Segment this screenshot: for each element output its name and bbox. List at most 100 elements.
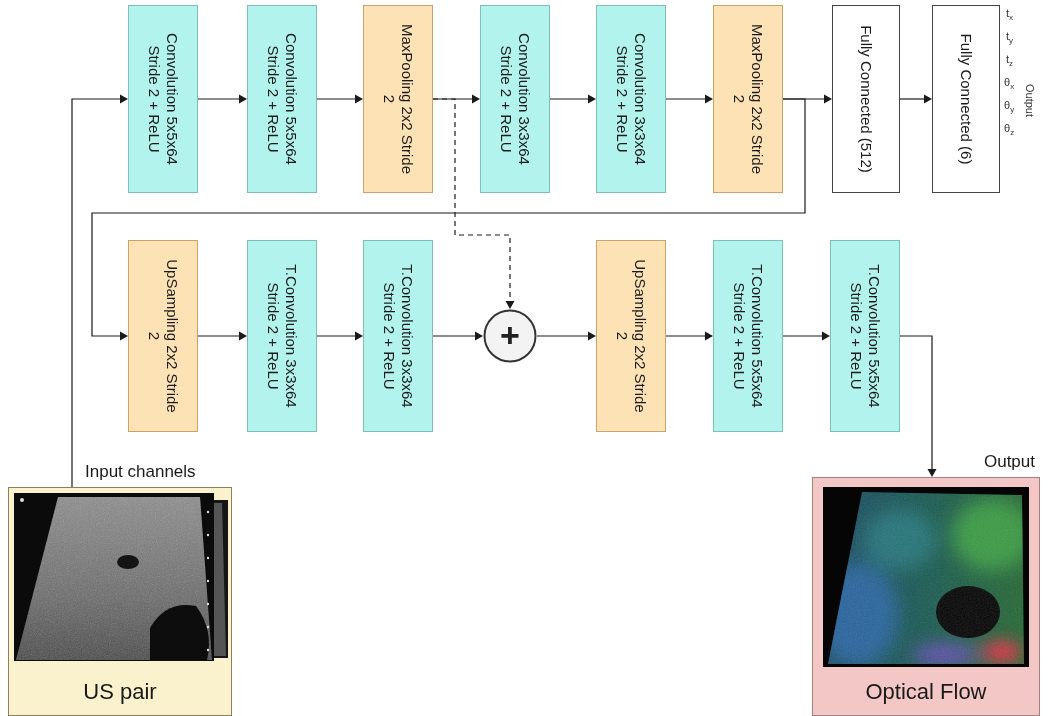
conv-box: Convolution 3x3x64 Stride 2 + ReLU (596, 5, 666, 193)
connector (900, 336, 937, 477)
connector-line (666, 98, 707, 99)
pose-parameter: θy (1004, 98, 1014, 114)
connector (198, 95, 247, 104)
conv-box: Convolution 5x5x64 Stride 2 + ReLU (247, 5, 317, 193)
pose-parameter: ty (1006, 29, 1013, 45)
connector (92, 99, 805, 341)
input-panel: Input channelsUS pair (8, 487, 232, 716)
conv-box: Convolution 5x5x64 Stride 2 + ReLU (128, 5, 198, 193)
layer-label: MaxPooling 2x2 Stride 2 (380, 22, 416, 177)
connector-line (666, 335, 707, 336)
connector-line (72, 99, 122, 487)
panel-heading: Input channels (85, 461, 196, 483)
conv-box: T.Convolution 3x3x64 Stride 2 + ReLU (363, 240, 433, 432)
ultrasound-scale-marks (20, 498, 209, 651)
ultrasound-dark-region (150, 605, 209, 660)
subscript: z (1010, 128, 1014, 137)
pool-box: MaxPooling 2x2 Stride 2 (713, 5, 783, 193)
sum-symbol: + (483, 309, 537, 363)
ultrasound-grain (14, 493, 214, 661)
output-panel-fill (812, 477, 1040, 716)
connector (433, 332, 483, 341)
conv-box: T.Convolution 3x3x64 Stride 2 + ReLU (247, 240, 317, 432)
ultrasound-texture (14, 493, 214, 661)
scale-mark (20, 498, 24, 502)
arrow-head (239, 332, 247, 341)
flow-grain (823, 487, 1029, 667)
scale-mark (207, 649, 209, 651)
flow-base (823, 487, 1029, 667)
flow-field (818, 487, 1032, 667)
arrow-head (824, 95, 832, 104)
connector (317, 332, 363, 341)
connector-line (198, 335, 241, 336)
layer-label: Convolution 3x3x64 Stride 2 + ReLU (613, 22, 649, 177)
connector (198, 332, 247, 341)
layer-label: UpSampling 2x2 Stride 2 (613, 259, 649, 414)
dense-box: Fully Connected (512) (832, 5, 900, 193)
layer-label: T.Convolution 5x5x64 Stride 2 + ReLU (847, 259, 883, 414)
layer-label: Convolution 3x3x64 Stride 2 + ReLU (497, 22, 533, 177)
layer-label: UpSampling 2x2 Stride 2 (145, 259, 181, 414)
pose-parameter: tx (1006, 6, 1013, 22)
scale-mark (207, 626, 209, 628)
conv-box: T.Convolution 5x5x64 Stride 2 + ReLU (713, 240, 783, 432)
arrow-head (588, 95, 596, 104)
pose-parameter: tz (1006, 52, 1013, 68)
panel-caption: Optical Flow (813, 678, 1039, 706)
layer-label: MaxPooling 2x2 Stride 2 (730, 22, 766, 177)
conv-box: T.Convolution 5x5x64 Stride 2 + ReLU (830, 240, 900, 432)
layer-label: T.Convolution 3x3x64 Stride 2 + ReLU (264, 259, 300, 414)
panel-caption: US pair (9, 678, 231, 706)
connector-line (550, 98, 590, 99)
layer-label: Fully Connected (512) (857, 22, 875, 177)
arrow-head (506, 301, 515, 309)
connector (666, 95, 713, 104)
arrow-head (705, 95, 713, 104)
pose-parameter: θz (1004, 121, 1014, 137)
connector-line (900, 336, 932, 471)
pool-box: UpSampling 2x2 Stride 2 (596, 240, 666, 432)
subscript: x (1010, 82, 1014, 91)
scale-mark (207, 557, 209, 559)
pool-box: UpSampling 2x2 Stride 2 (128, 240, 198, 432)
ultrasound-frame-front (14, 493, 214, 661)
arrow-head (705, 332, 713, 341)
connector (550, 95, 596, 104)
scale-mark (207, 534, 209, 536)
connector (666, 332, 713, 341)
arrow-head (239, 95, 247, 104)
connector (537, 332, 596, 341)
scale-mark (207, 580, 209, 582)
flow-frame (823, 487, 1029, 667)
panel-heading: Output (984, 451, 1035, 473)
arrow-head (928, 469, 937, 477)
input-panel-fill (8, 487, 232, 716)
layer-label: Fully Connected (6) (957, 22, 975, 177)
conv-box: Convolution 3x3x64 Stride 2 + ReLU (480, 5, 550, 193)
connector (783, 332, 830, 341)
subscript: y (1010, 105, 1014, 114)
arrow-head (120, 332, 128, 341)
scale-mark (207, 603, 209, 605)
connector (433, 95, 480, 104)
connector-line (317, 98, 357, 99)
connector-line (317, 335, 357, 336)
output-panel: OutputOptical Flow (812, 477, 1040, 716)
layer-label: Convolution 5x5x64 Stride 2 + ReLU (264, 22, 300, 177)
pose-parameter: θx (1004, 75, 1014, 91)
arrow-head (355, 95, 363, 104)
connector (900, 95, 932, 104)
subscript: z (1009, 59, 1013, 68)
scale-mark (207, 511, 209, 513)
connector-line (900, 98, 926, 99)
connector (317, 95, 363, 104)
connector-line (537, 335, 590, 336)
subscript: y (1009, 36, 1013, 45)
pool-box: MaxPooling 2x2 Stride 2 (363, 5, 433, 193)
ultrasound-vessel (117, 555, 139, 569)
layer-label: T.Convolution 3x3x64 Stride 2 + ReLU (380, 259, 416, 414)
layer-label: T.Convolution 5x5x64 Stride 2 + ReLU (730, 259, 766, 414)
arrow-head (822, 332, 830, 341)
